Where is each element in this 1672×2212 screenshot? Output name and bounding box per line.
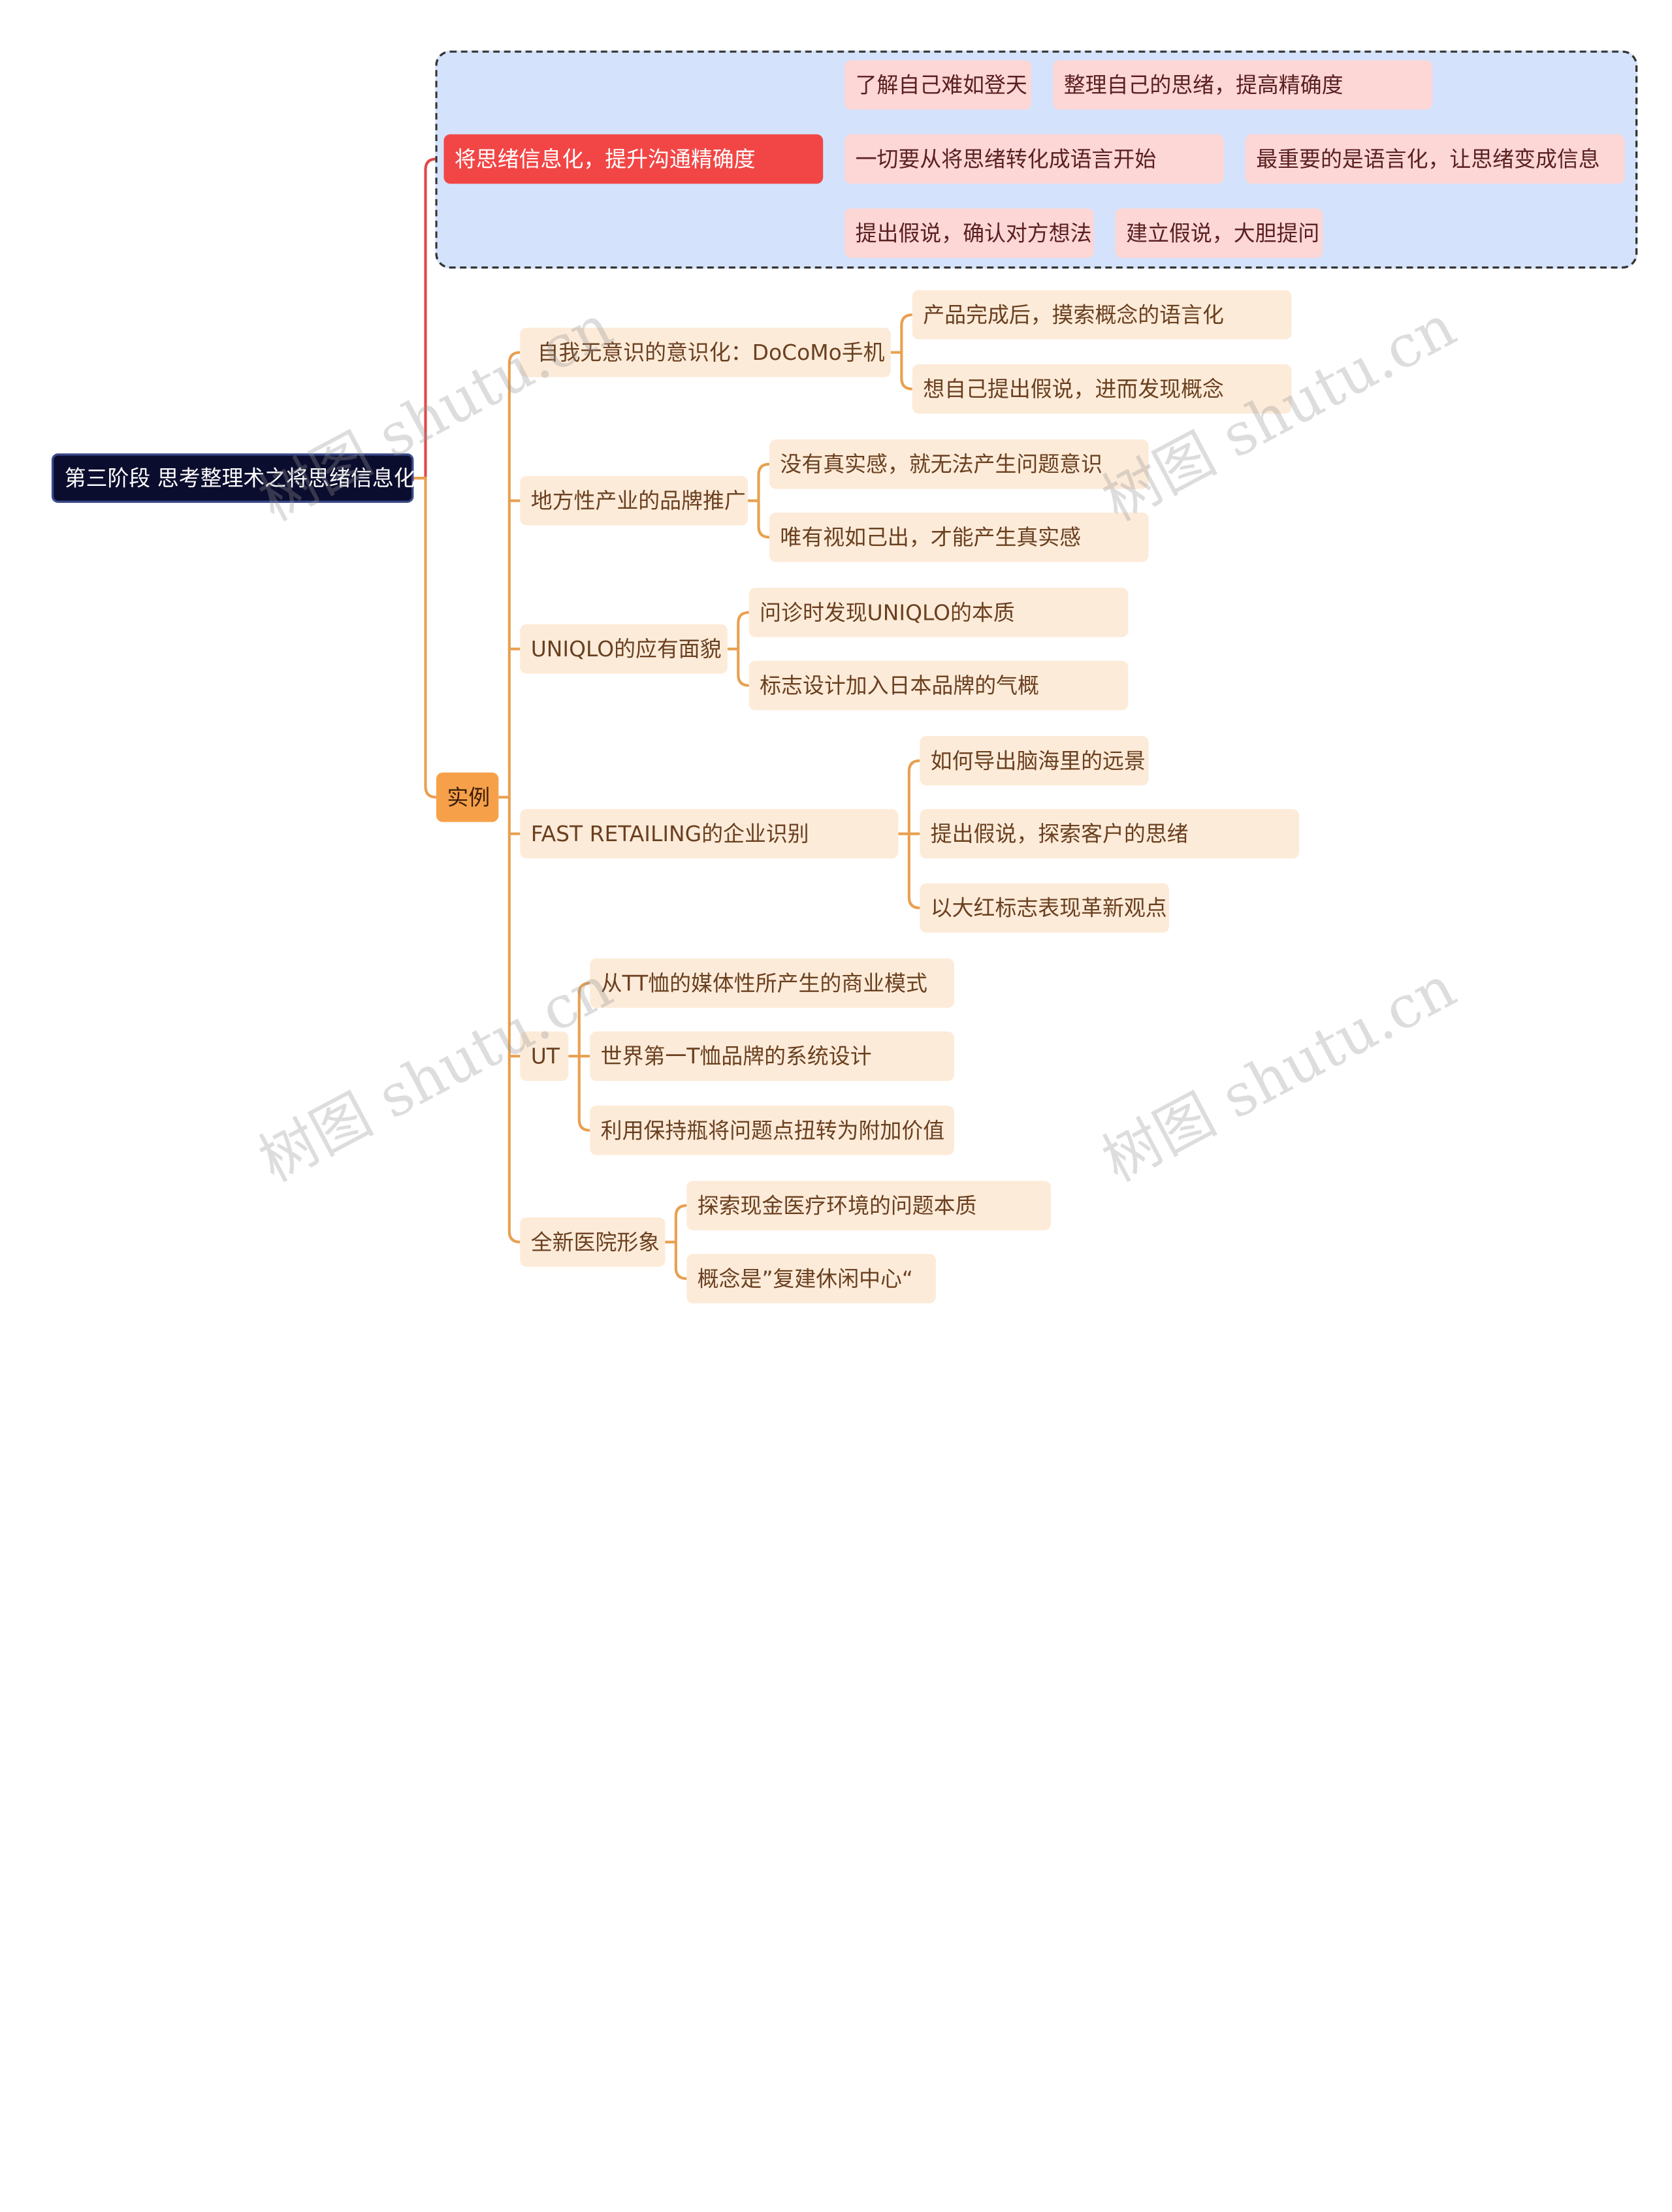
example-item-5-child-1[interactable]: 从TT恤的媒体性所产生的商业模式 xyxy=(590,958,954,1008)
branch1-child-1-sub[interactable]: 整理自己的思绪，提高精确度 xyxy=(1053,60,1433,110)
example-item-4[interactable]: FAST RETAILING的企业识别 xyxy=(520,809,899,859)
example-item-3[interactable]: UNIQLO的应有面貌 xyxy=(520,624,728,674)
example-item-5-child-3[interactable]: 利用保持瓶将问题点扭转为附加价值 xyxy=(590,1105,954,1155)
branch1-child-3-sub[interactable]: 建立假说，大胆提问 xyxy=(1115,208,1323,258)
branch1-topic[interactable]: 将思绪信息化，提升沟通精确度 xyxy=(443,134,824,184)
connector-root-branch2 xyxy=(413,477,437,799)
example-item-1-child-2[interactable]: 想自己提出假说，进而发现概念 xyxy=(912,364,1292,414)
example-item-1[interactable]: 自我无意识的意识化：DoCoMo手机 xyxy=(520,327,891,377)
example-item-2[interactable]: 地方性产业的品牌推广 xyxy=(520,475,748,526)
example-item-2-child-2[interactable]: 唯有视如己出，才能产生真实感 xyxy=(769,512,1149,562)
example-item-4-child-1[interactable]: 如何导出脑海里的远景 xyxy=(920,735,1149,786)
example-item-6-child-1[interactable]: 探索现金医疗环境的问题本质 xyxy=(686,1181,1052,1230)
example-item-6[interactable]: 全新医院形象 xyxy=(520,1217,666,1267)
example-item-3-child-2[interactable]: 标志设计加入日本品牌的气概 xyxy=(748,660,1129,711)
example-item-2-child-1[interactable]: 没有真实感，就无法产生问题意识 xyxy=(769,439,1149,489)
example-item-5-child-2[interactable]: 世界第一T恤品牌的系统设计 xyxy=(590,1031,954,1082)
example-item-5[interactable]: UT xyxy=(520,1031,569,1082)
branch1-child-2-sub[interactable]: 最重要的是语言化，让思绪变成信息 xyxy=(1245,134,1625,184)
branch2-topic[interactable]: 实例 xyxy=(436,772,499,822)
example-item-4-child-3[interactable]: 以大红标志表现革新观点 xyxy=(920,883,1169,933)
example-item-1-child-1[interactable]: 产品完成后，摸索概念的语言化 xyxy=(912,290,1292,340)
branch1-child-3[interactable]: 提出假说，确认对方想法 xyxy=(844,208,1094,258)
branch1-child-2[interactable]: 一切要从将思绪转化成语言开始 xyxy=(844,134,1224,184)
branch1-child-1[interactable]: 了解自己难如登天 xyxy=(844,60,1032,110)
example-item-6-child-2[interactable]: 概念是”复建休闲中心“ xyxy=(686,1253,936,1304)
example-item-3-child-1[interactable]: 问诊时发现UNIQLO的本质 xyxy=(748,587,1129,637)
example-item-4-child-2[interactable]: 提出假说，探索客户的思绪 xyxy=(920,809,1300,859)
root-topic[interactable]: 第三阶段 思考整理术之将思绪信息化 xyxy=(51,453,415,503)
